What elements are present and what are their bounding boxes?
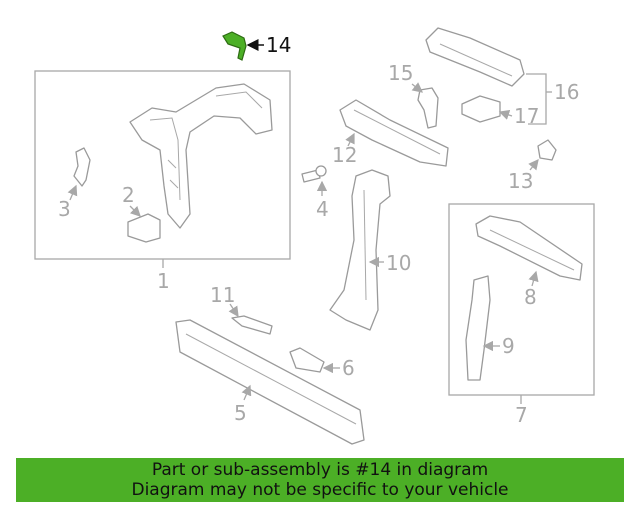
part-2-bracket[interactable]: [127, 213, 161, 243]
callout-8: 8: [524, 285, 537, 309]
callout-3-leader: [67, 184, 78, 201]
callout-9: 9: [502, 334, 515, 358]
callout-8-leader: [528, 270, 539, 287]
callout-5-leader: [241, 384, 252, 401]
part-17-plate[interactable]: [461, 95, 501, 123]
part-5-rocker[interactable]: [175, 319, 365, 445]
callout-17: 17: [514, 104, 539, 128]
callout-10: 10: [386, 251, 411, 275]
part-4-bolt[interactable]: [301, 165, 327, 183]
callout-5: 5: [234, 401, 247, 425]
callout-6: 6: [342, 356, 355, 380]
callout-12: 12: [332, 143, 357, 167]
part-10-pillar[interactable]: [329, 169, 391, 331]
callout-3: 3: [58, 197, 71, 221]
callout-14: 14: [266, 33, 291, 57]
part-1-pillar[interactable]: [129, 83, 273, 229]
callout-13: 13: [508, 169, 533, 193]
part-6-plate[interactable]: [289, 347, 325, 373]
info-banner: Part or sub-assembly is #14 in diagram D…: [16, 458, 624, 502]
callout-15: 15: [388, 61, 413, 85]
part-12-reinforcement[interactable]: [339, 99, 449, 167]
part-8-rail[interactable]: [475, 215, 583, 281]
part-3-bracket[interactable]: [73, 147, 91, 187]
callout-17-leader: [498, 109, 513, 120]
callout-1: 1: [157, 269, 170, 293]
callout-16-bracket: [526, 73, 547, 125]
part-16-rail[interactable]: [425, 27, 525, 87]
part-14-bracket[interactable]: [222, 31, 247, 61]
callout-2: 2: [122, 183, 135, 207]
callout-16: 16: [554, 80, 579, 104]
part-9-pillar[interactable]: [465, 275, 491, 381]
callout-2-leader: [129, 205, 141, 217]
part-15-bracket[interactable]: [417, 87, 439, 129]
part-13-bracket[interactable]: [537, 139, 557, 161]
banner-line-1: Part or sub-assembly is #14 in diagram: [151, 460, 489, 480]
callout-4: 4: [316, 197, 329, 221]
callout-12-leader: [345, 132, 355, 147]
callout-11-leader: [228, 303, 239, 318]
callout-11: 11: [210, 283, 235, 307]
banner-line-2: Diagram may not be specific to your vehi…: [131, 480, 509, 500]
callout-7: 7: [515, 403, 528, 427]
callout-15-leader: [411, 82, 424, 93]
callout-13-leader: [528, 158, 539, 171]
part-11-bracket[interactable]: [231, 315, 273, 335]
